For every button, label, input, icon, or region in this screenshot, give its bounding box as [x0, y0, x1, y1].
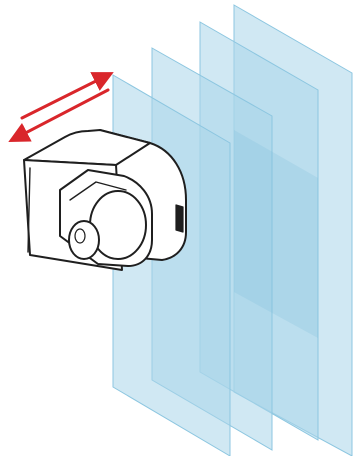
plane-overlap-shade — [234, 130, 318, 338]
lens-glass-highlight — [74, 228, 86, 244]
camera-front-rim — [27, 167, 31, 253]
bidirectional-arrows-icon — [8, 72, 114, 142]
camera-top-face — [23, 129, 151, 166]
focal-planes — [112, 4, 353, 456]
camera-module-icon — [23, 129, 187, 271]
arrow-up-right — [20, 72, 114, 120]
camera-slot-detail — [175, 204, 184, 233]
arrow-down-left — [8, 88, 110, 142]
lens-mount-inner-edge — [69, 181, 127, 201]
